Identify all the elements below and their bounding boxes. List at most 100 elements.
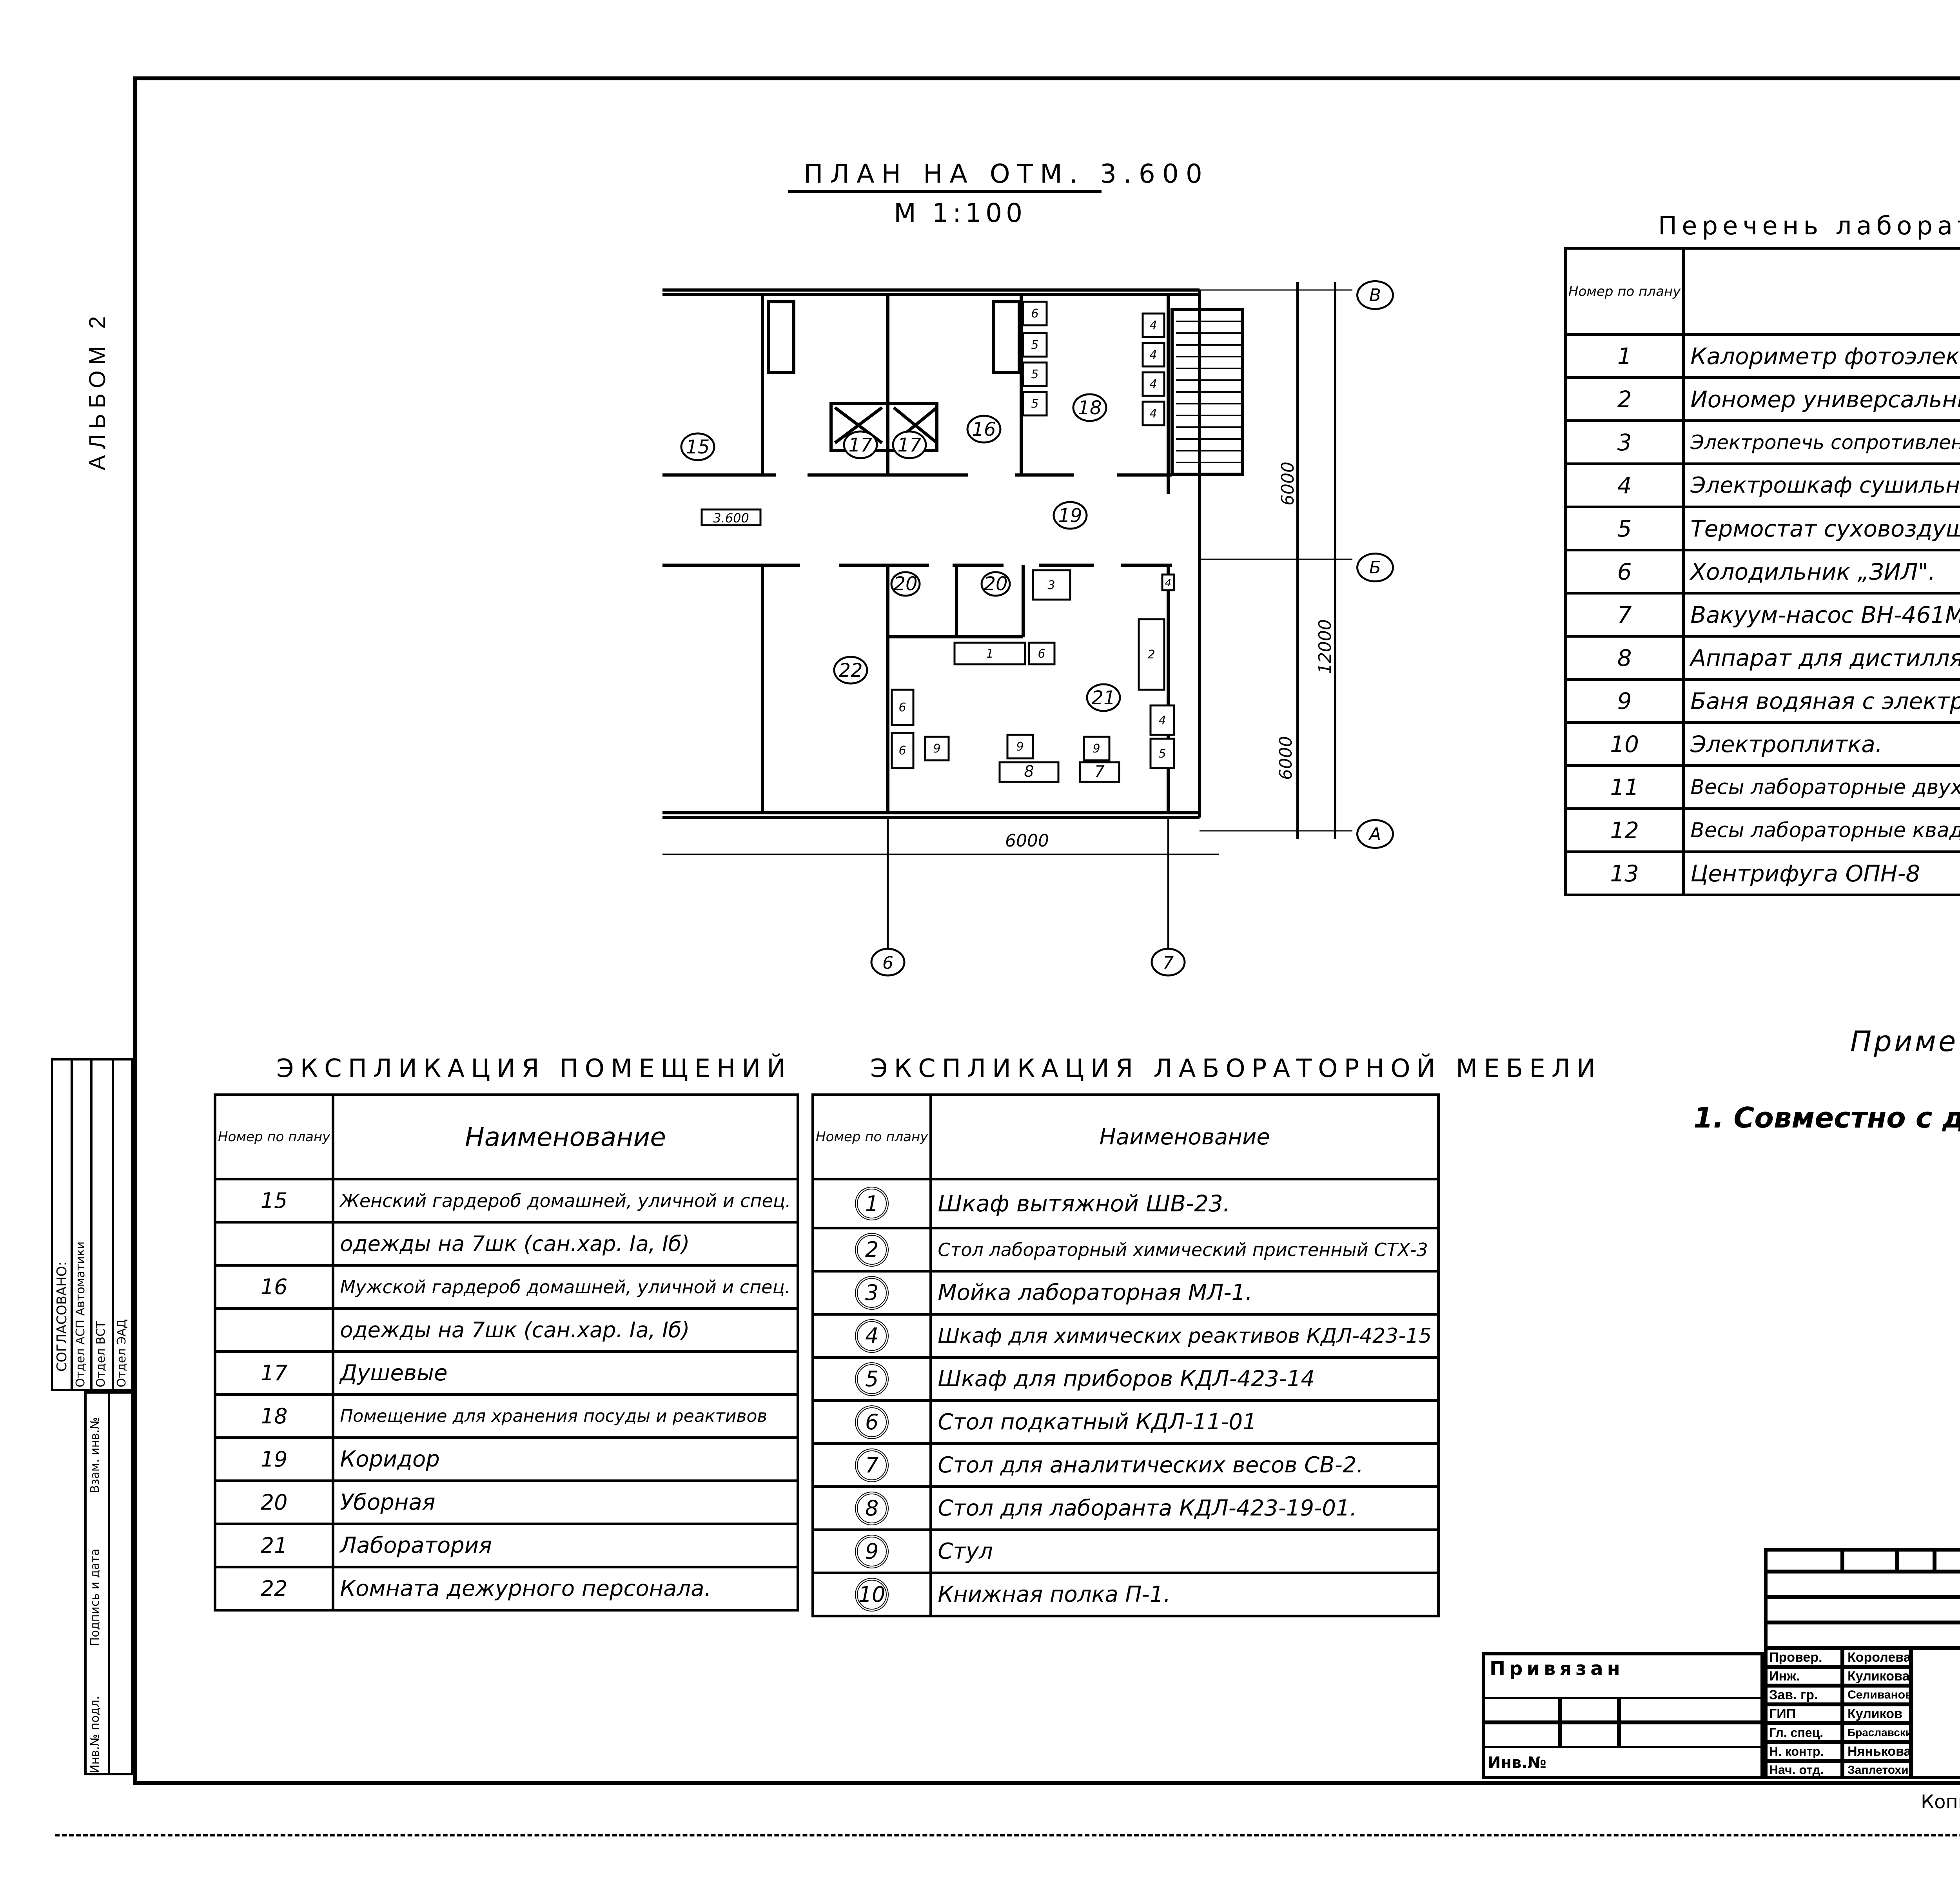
svg-text:16: 16 <box>972 419 996 441</box>
furniture-mark: 2 <box>855 1233 889 1267</box>
stamp-sign-date: Подпись и дата <box>88 1548 102 1646</box>
equip-num: 6 <box>1564 549 1685 595</box>
header-num: Номер по плану <box>1564 247 1685 336</box>
room-num <box>213 1307 335 1353</box>
title-block: ТПР 901-3-0271.89 ТХ Привязан Инв.№ Пров… <box>1482 1548 1960 1779</box>
furniture-mark: 10 <box>855 1577 889 1612</box>
svg-text:21: 21 <box>1091 687 1115 709</box>
room-num: 15 <box>213 1178 335 1224</box>
equip-name: Термостат суховоздушный электрический ТС… <box>1682 506 1960 551</box>
furniture-mark: 3 <box>855 1276 889 1310</box>
room-name: Уборная <box>332 1479 799 1525</box>
equip-num: 5 <box>1564 506 1685 551</box>
svg-text:4: 4 <box>1149 319 1157 332</box>
equip-name: Электроплитка. <box>1682 721 1960 767</box>
furniture-mark: 1 <box>855 1187 889 1220</box>
svg-text:15: 15 <box>686 436 710 458</box>
plan-scale: М 1:100 <box>894 198 1027 228</box>
svg-text:5: 5 <box>1158 747 1166 761</box>
dim-lower: 6000 <box>1276 736 1296 780</box>
furniture-name: Стол для лаборанта КДЛ-423-19-01. <box>929 1485 1440 1531</box>
stamp-dept1: Отдел АСП Автоматики <box>74 1241 87 1387</box>
album-label: АЛЬБОМ 2 <box>85 310 110 470</box>
stamp-dept2: Отдел ВСТ <box>94 1321 108 1387</box>
equip-name: Аппарат для дистилляции воды АД <box>1682 635 1960 681</box>
room-name: одежды на 7шк (сан.хар. Iа, Iб) <box>332 1307 799 1353</box>
equip-name: Баня водяная с электрическим подогревом. <box>1682 678 1960 724</box>
dim-total: 12000 <box>1315 619 1335 674</box>
equip-name: Электропечь сопротивления камерная лабор… <box>1682 419 1960 465</box>
header-num: Номер по плану <box>811 1093 933 1180</box>
equip-name: Центрифуга ОПН-8 <box>1682 850 1960 896</box>
svg-text:3: 3 <box>1047 578 1055 592</box>
elevation-mark: 3.600 <box>713 511 749 526</box>
equip-num: 10 <box>1564 721 1685 767</box>
room-name: Женский гардероб домашней, уличной и спе… <box>332 1178 799 1224</box>
header-name: Наименование <box>332 1093 799 1180</box>
sig-name: Куликова <box>1842 1667 1911 1686</box>
room-name: Комната дежурного персонала. <box>332 1566 799 1612</box>
equip-num: 2 <box>1564 376 1685 422</box>
room-num: 20 <box>213 1479 335 1525</box>
svg-text:4: 4 <box>1149 377 1157 391</box>
room-num: 22 <box>213 1566 335 1612</box>
furniture-name: Шкаф вытяжной ШВ-23. <box>929 1178 1440 1229</box>
svg-text:4: 4 <box>1149 407 1157 421</box>
svg-text:4: 4 <box>1165 577 1172 589</box>
room-num: 21 <box>213 1523 335 1568</box>
plan-title-underline <box>788 190 1102 193</box>
svg-text:6: 6 <box>882 953 893 973</box>
axis-bubble-a: А <box>1356 819 1394 849</box>
equip-name: Весы лабораторные двухпризменные 2-го кл… <box>1682 764 1960 810</box>
room-name: одежды на 7шк (сан.хар. Iа, Iб) <box>332 1221 799 1267</box>
sig-role: ГИП <box>1764 1704 1842 1723</box>
sig-name: Королева <box>1842 1648 1911 1667</box>
room-name: Помещение для хранения посуды и реактиво… <box>332 1393 799 1439</box>
equip-num: 4 <box>1564 462 1685 508</box>
svg-text:6: 6 <box>898 701 906 714</box>
svg-text:17: 17 <box>848 434 873 456</box>
room-num: 19 <box>213 1436 335 1482</box>
header-num: Номер по плану <box>213 1093 335 1180</box>
equip-name: Иономер универсальный ЭВ-74. <box>1682 376 1960 422</box>
sig-role: Провер. <box>1764 1648 1842 1667</box>
stamp-agreed: СОГЛАСОВАНО: <box>54 1262 70 1372</box>
svg-text:5: 5 <box>1031 368 1038 381</box>
sig-role: Гл. спец. <box>1764 1723 1842 1742</box>
furniture-mark: 9 <box>855 1534 889 1568</box>
header-name: Наименование <box>1682 247 1960 336</box>
furniture-name: Стол лабораторный химический пристенный … <box>929 1227 1440 1273</box>
furniture-table-title: ЭКСПЛИКАЦИЯ ЛАБОРАТОРНОЙ МЕБЕЛИ <box>870 1054 1602 1083</box>
svg-text:2: 2 <box>1147 648 1155 662</box>
room-name: Душевые <box>332 1350 799 1396</box>
furniture-mark: 5 <box>855 1362 889 1396</box>
sig-name: Заплетохин <box>1842 1761 1911 1779</box>
rooms-table-title: ЭКСПЛИКАЦИЯ ПОМЕЩЕНИЙ <box>276 1054 792 1083</box>
svg-text:20: 20 <box>893 573 917 595</box>
svg-text:18: 18 <box>1078 397 1102 419</box>
copied-by: Копировал: Коршунова <box>1921 1791 1960 1813</box>
svg-text:6: 6 <box>898 744 906 758</box>
stamp-replace-inv: Взам. инв.№ <box>88 1417 102 1493</box>
inv-label: Инв.№ <box>1488 1754 1546 1772</box>
equip-num: 3 <box>1564 419 1685 465</box>
svg-text:4: 4 <box>1158 714 1166 727</box>
sig-role: Н. контр. <box>1764 1742 1842 1761</box>
furniture-name: Шкаф для приборов КДЛ-423-14 <box>929 1356 1440 1402</box>
room-name: Коридор <box>332 1436 799 1482</box>
svg-text:22: 22 <box>838 660 862 682</box>
furniture-name: Мойка лабораторная МЛ-1. <box>929 1270 1440 1316</box>
svg-text:1: 1 <box>986 647 993 661</box>
equip-name: Холодильник „ЗИЛ". <box>1682 549 1960 595</box>
stamp-dept3: Отдел ЭАД <box>115 1319 129 1387</box>
axis-bubble-v: В <box>1356 280 1394 310</box>
trim-line <box>55 1834 1960 1836</box>
equip-num: 8 <box>1564 635 1685 681</box>
equip-num: 12 <box>1564 807 1685 853</box>
furniture-name: Книжная полка П-1. <box>929 1572 1440 1617</box>
sig-name: Селиванова <box>1842 1686 1911 1704</box>
stamp-inv-orig: Инв.№ подл. <box>88 1696 102 1773</box>
note-title: Примечание <box>1850 1025 1960 1058</box>
room-num: 16 <box>213 1264 335 1310</box>
